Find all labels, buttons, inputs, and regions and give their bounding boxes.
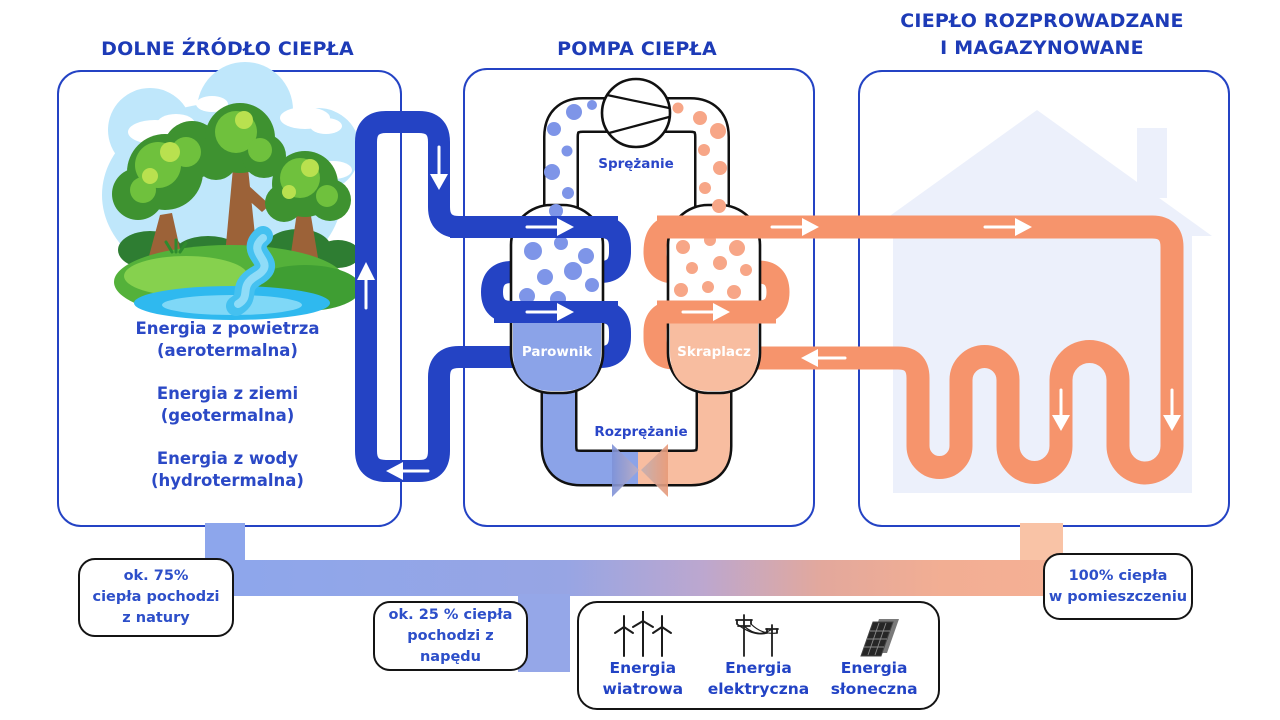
refrigerant-vapor-dots-blue	[519, 100, 599, 307]
badge-drive-line2: pochodzi z napędu	[407, 627, 494, 665]
house-body	[893, 232, 1192, 493]
bottom-flow	[205, 523, 1063, 672]
grass-tuft	[164, 238, 188, 254]
power-lines-icon	[735, 614, 780, 657]
title-lower-heat-source: DOLNE ŹRÓDŁO CIEPŁA	[101, 38, 354, 60]
arrow-evaporator-pass2	[525, 303, 574, 321]
tree-canopies	[112, 103, 351, 222]
evaporator-liquid	[513, 320, 601, 391]
arrow-serpentine-1	[1052, 388, 1070, 431]
title-heat-distributed-line2: I MAGAZYNOWANE	[940, 37, 1144, 59]
evaporator-label: Parownik	[522, 344, 593, 360]
source-ground-type: (geotermalna)	[160, 406, 295, 425]
expansion-pipe-left	[540, 383, 642, 487]
wind-turbine-icon	[613, 611, 672, 657]
arrow-serpentine-2	[1163, 388, 1181, 431]
river	[226, 226, 275, 316]
refrigerant-vapor-dots-orange	[672, 102, 752, 299]
flow-band	[205, 560, 1063, 596]
badge-drive-share: ok. 25 % ciepła pochodzi z napędu	[373, 601, 528, 671]
energy-electric-line1: Energia	[725, 659, 792, 677]
energy-electric-line2: elektryczna	[707, 680, 810, 698]
house-silhouette	[862, 110, 1212, 493]
badge-nature-line1: ok. 75%	[123, 568, 189, 584]
source-air-name: Energia z powietrza	[135, 319, 320, 338]
source-ground: Energia z ziemi (geotermalna)	[65, 383, 390, 427]
condenser-label: Skraplacz	[677, 344, 751, 360]
source-water: Energia z wody (hydrotermalna)	[65, 448, 390, 492]
flow-arrows	[357, 145, 1181, 480]
source-water-type: (hydrotermalna)	[151, 471, 304, 490]
expansion-label: Rozprężanie	[594, 424, 687, 440]
arrow-supply-2	[983, 218, 1032, 236]
expansion-valve-icon	[612, 444, 668, 497]
expansion-pipe-right	[638, 383, 733, 487]
arrow-down-ground-loop	[430, 145, 448, 190]
arrow-condenser-pass2	[681, 303, 730, 321]
energy-electric-label: Energia elektryczna	[708, 658, 810, 700]
source-water-name: Energia z wody	[156, 449, 299, 468]
badge-nature-share: ok. 75% ciepła pochodzi z natury	[78, 558, 234, 637]
energy-wind-line2: wiatrowa	[602, 680, 684, 698]
arrow-up-ground-loop	[357, 262, 375, 310]
badge-room-heat: 100% ciepła w pomieszczeniu	[1043, 553, 1193, 620]
condenser-liquid	[670, 320, 758, 391]
energy-item-electric: Energia elektryczna	[703, 611, 813, 700]
arrow-left-ground-loop	[386, 462, 430, 480]
house-roof	[862, 110, 1212, 236]
drive-energy-box: Energia wiatrowa Energia elektry	[577, 601, 940, 710]
source-air-type: (aerotermalna)	[157, 341, 298, 360]
energy-solar-line1: Energia	[840, 659, 908, 677]
energy-solar-line2: słoneczna	[830, 680, 918, 698]
source-ground-name: Energia z ziemi	[156, 384, 299, 403]
energy-item-solar: Energia słoneczna	[819, 611, 929, 700]
solar-panel-icon	[860, 619, 900, 657]
nature-illustration	[102, 62, 361, 320]
title-heat-distributed: CIEPŁO ROZPROWADZANE I MAGAZYNOWANE	[858, 8, 1226, 62]
energy-source-list: Energia z powietrza (aerotermalna) Energ…	[65, 318, 390, 513]
badge-room-line1: 100% ciepła	[1068, 567, 1168, 584]
energy-wind-label: Energia wiatrowa	[603, 658, 684, 700]
badge-drive-line1: ok. 25 % ciepła	[388, 606, 513, 623]
title-heat-distributed-line1: CIEPŁO ROZPROWADZANE	[900, 10, 1184, 32]
title-heat-pump: POMPA CIEPŁA	[557, 38, 717, 60]
compressor-icon	[600, 77, 672, 149]
badge-nature-line3: z natury	[122, 610, 190, 626]
energy-wind-line1: Energia	[609, 659, 677, 677]
energy-solar-label: Energia słoneczna	[831, 658, 918, 700]
arrow-supply-1	[770, 218, 819, 236]
source-air: Energia z powietrza (aerotermalna)	[65, 318, 390, 362]
compression-label: Sprężanie	[598, 156, 674, 172]
badge-nature-line2: ciepła pochodzi	[92, 589, 220, 605]
arrow-evaporator-pass1	[525, 218, 574, 236]
energy-item-wind: Energia wiatrowa	[588, 611, 698, 700]
badge-room-line2: w pomieszczeniu	[1048, 588, 1188, 605]
heating-circuit-pipe	[643, 215, 1184, 485]
arrow-return	[801, 349, 847, 367]
